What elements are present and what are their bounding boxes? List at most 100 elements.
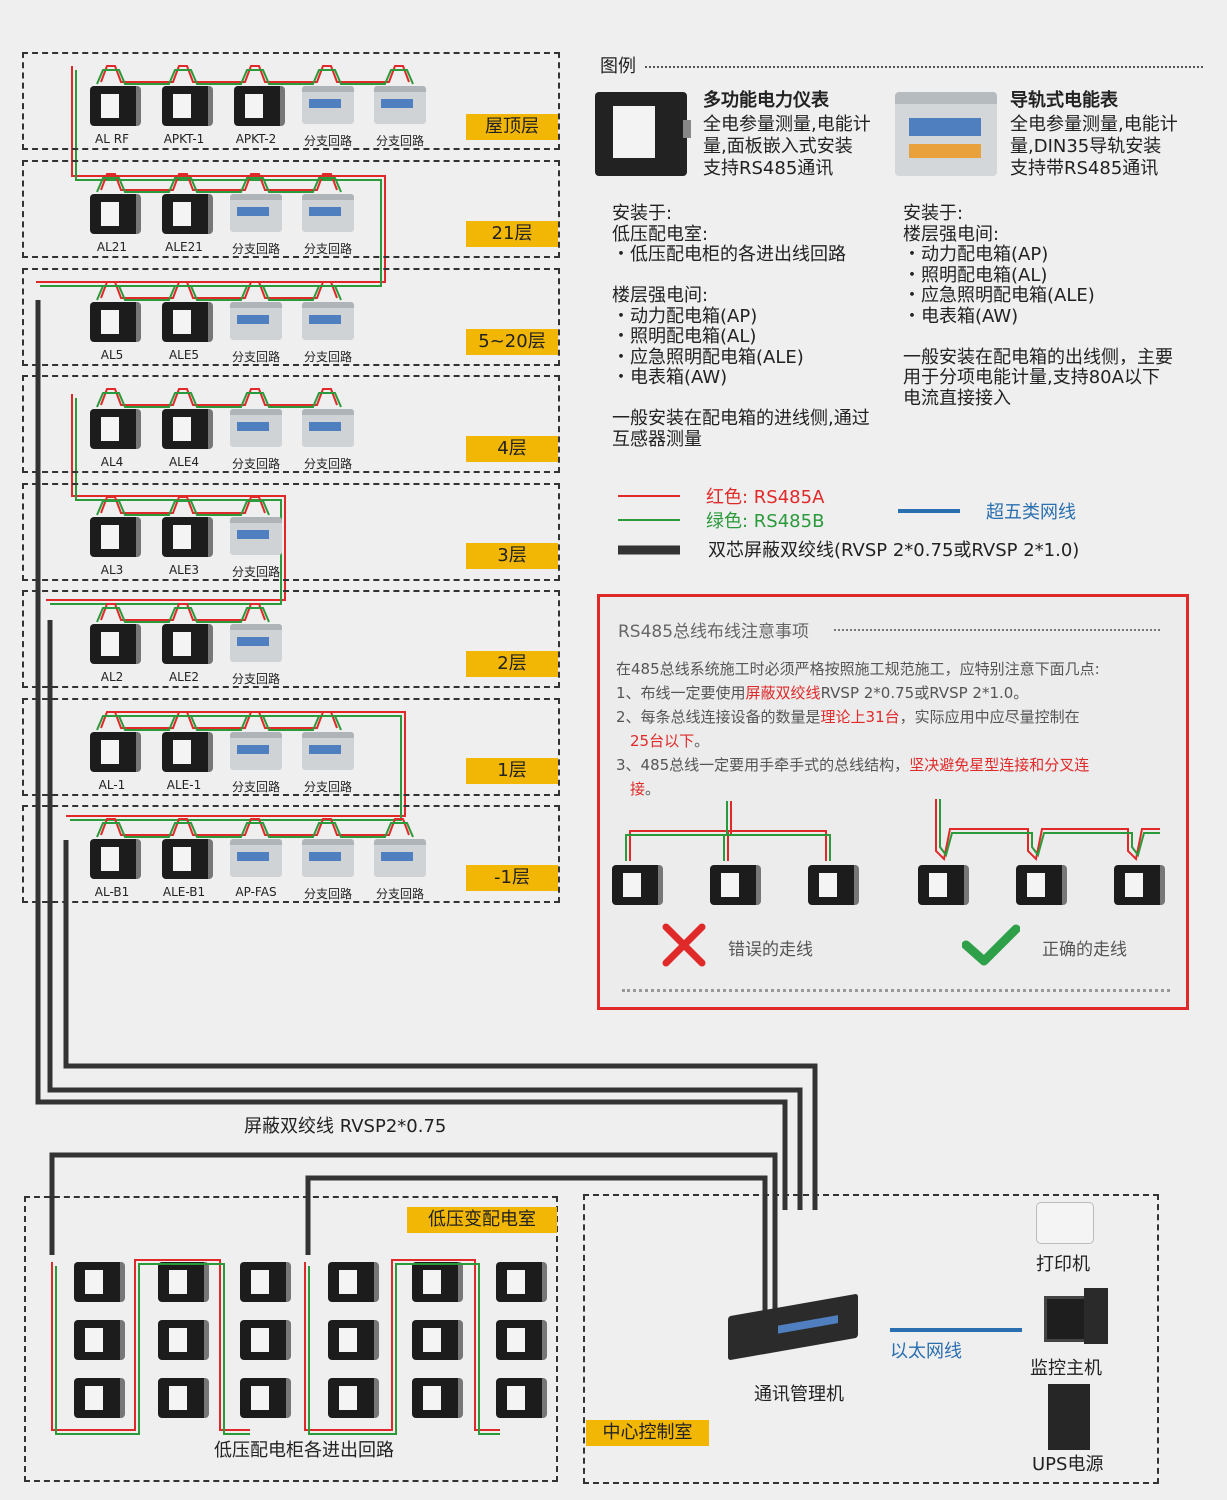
floor-box <box>22 160 560 258</box>
meter1-name: 多功能电力仪表 <box>703 90 829 111</box>
computer-tower-icon <box>1084 1288 1108 1344</box>
lv-multifunction-meter <box>412 1378 463 1418</box>
floor-bus <box>96 281 342 301</box>
control-room-label: 中心控制室 <box>586 1420 709 1446</box>
rail-meter <box>374 86 426 124</box>
floor-bus <box>96 818 414 838</box>
install-line: ・应急照明配电箱(ALE) <box>612 346 804 368</box>
floor-box <box>22 590 560 688</box>
notes-bottom-divider <box>622 989 1170 992</box>
lv-room-label: 低压变配电室 <box>407 1207 557 1233</box>
multifunction-meter <box>162 624 213 664</box>
floor-label: 2层 <box>466 651 558 677</box>
lv-multifunction-meter <box>496 1262 547 1302</box>
multifunction-meter <box>162 409 213 449</box>
floor-label: 3层 <box>466 543 558 569</box>
multifunction-meter <box>162 194 213 234</box>
floor-box <box>22 805 560 903</box>
lv-multifunction-meter <box>496 1378 547 1418</box>
device-label: APKT-2 <box>235 132 277 146</box>
floor-label: -1层 <box>466 865 558 891</box>
lv-multifunction-meter <box>74 1262 125 1302</box>
device-label: AL5 <box>100 348 124 362</box>
lv-multifunction-meter <box>412 1262 463 1302</box>
legend-black-label: 双芯屏蔽双绞线(RVSP 2*0.75或RVSP 2*1.0) <box>708 540 1080 561</box>
multifunction-meter <box>90 194 141 234</box>
rail-meter <box>374 839 426 877</box>
legend-divider <box>645 66 1203 68</box>
lv-multifunction-meter <box>496 1320 547 1360</box>
lv-cable-2 <box>305 1175 768 1315</box>
trunk-cable-1 <box>35 300 788 1210</box>
rail-meter <box>302 194 354 232</box>
meter2-name: 导轨式电能表 <box>1010 90 1118 111</box>
multifunction-meter <box>162 517 213 557</box>
rail-meter <box>230 194 282 232</box>
floor-label: 5~20层 <box>466 329 558 355</box>
rail-meter <box>230 409 282 447</box>
floor-bus <box>96 65 414 85</box>
multifunction-meter <box>90 86 141 126</box>
legend-line-samples <box>618 495 960 555</box>
meter1-line3: 支持RS485通讯 <box>703 158 834 179</box>
install-line: 楼层强电间: <box>612 285 709 306</box>
wrong-example-meter <box>710 865 761 905</box>
multifunction-meter <box>90 624 141 664</box>
lv-multifunction-meter <box>328 1320 379 1360</box>
install-line: ・动力配电箱(AP) <box>612 305 758 327</box>
floor-bus <box>96 388 342 408</box>
multifunction-meter <box>90 409 141 449</box>
rail-meter <box>302 839 354 877</box>
floor-bus <box>96 496 270 516</box>
meter2-line1: 全电参量测量,电能计 <box>1010 114 1178 135</box>
right-wiring-label: 正确的走线 <box>1042 940 1127 960</box>
lv-multifunction-meter <box>158 1378 209 1418</box>
lv-multifunction-meter <box>158 1320 209 1360</box>
cross-icon <box>662 923 706 967</box>
rail-meter <box>230 517 282 555</box>
legend-title: 图例 <box>600 56 636 77</box>
install-line: 安装于: <box>903 203 964 224</box>
low-voltage-room <box>24 1196 558 1482</box>
note-1: 1、布线一定要使用屏蔽双绞线RVSP 2*0.75或RVSP 2*1.0。 <box>616 684 1029 702</box>
rail-meter <box>230 624 282 662</box>
rail-meter <box>302 302 354 340</box>
device-label: AL-1 <box>98 778 126 792</box>
lv-multifunction-meter <box>74 1320 125 1360</box>
right-example-meter <box>1114 865 1165 905</box>
device-label: ALE21 <box>165 240 203 254</box>
install-line: ・照明配电箱(AL) <box>612 326 757 347</box>
meter2-line3: 支持带RS485通讯 <box>1010 158 1159 179</box>
cable-label: 屏蔽双绞线 RVSP2*0.75 <box>244 1116 447 1137</box>
device-label: 分支回路 <box>303 242 352 256</box>
device-label: AL RF <box>95 132 129 146</box>
floor-label: 1层 <box>466 758 558 784</box>
device-label: 分支回路 <box>303 134 352 148</box>
device-label: 分支回路 <box>303 457 352 471</box>
notes-body: 在485总线系统施工时必须严格按照施工规范施工，应特别注意下面几点: 1、布线一… <box>616 657 1100 801</box>
rail-meter <box>230 732 282 770</box>
right-example-meter <box>918 865 969 905</box>
trunk-cable-2 <box>47 620 803 1210</box>
device-label: ALE5 <box>168 348 200 362</box>
host-label: 监控主机 <box>1030 1358 1102 1379</box>
device-label: 分支回路 <box>375 134 424 148</box>
multifunction-meter <box>162 86 213 126</box>
device-label: AL2 <box>100 670 124 684</box>
ups-label: UPS电源 <box>1032 1454 1104 1475</box>
note-2: 2、每条总线连接设备的数量是理论上31台，实际应用中应尽量控制在 <box>616 708 1080 726</box>
device-label: ALE-1 <box>166 778 202 792</box>
notes-intro: 在485总线系统施工时必须严格按照施工规范施工，应特别注意下面几点: <box>616 660 1100 678</box>
device-label: AL21 <box>96 240 128 254</box>
floor-box <box>22 52 560 150</box>
install-line: ・电表箱(AW) <box>612 367 728 388</box>
device-label: 分支回路 <box>231 457 280 471</box>
device-label: 分支回路 <box>303 887 352 901</box>
install-line: ・照明配电箱(AL) <box>903 264 1048 286</box>
device-label: 分支回路 <box>231 780 280 794</box>
printer-icon <box>1036 1202 1094 1244</box>
device-label: ALE4 <box>168 455 200 469</box>
device-label: 分支回路 <box>375 887 424 901</box>
rail-meter <box>302 409 354 447</box>
gateway-label: 通讯管理机 <box>754 1384 844 1405</box>
